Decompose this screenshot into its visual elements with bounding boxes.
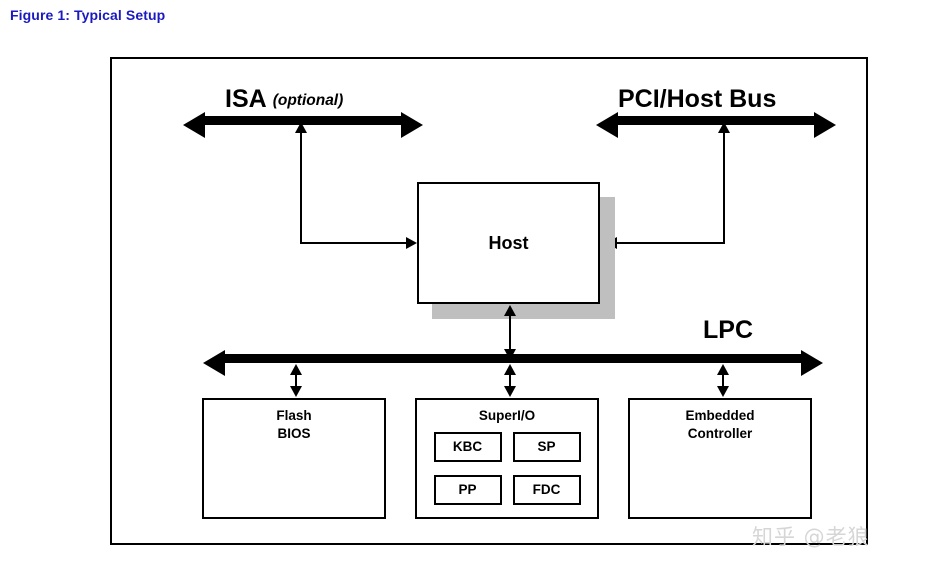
diagram-frame: ISA (optional) PCI/Host Bus Host LPC	[110, 57, 868, 545]
superio-subblock-grid: KBC SP PP FDC	[417, 431, 597, 505]
isa-connector-horizontal-line	[300, 242, 408, 244]
superio-title: SuperI/O	[478, 408, 536, 423]
isa-bus-label-text: ISA	[225, 85, 267, 113]
embedded-controller-title-line2: Controller	[687, 425, 753, 441]
watermark: 知乎 @老狼	[752, 525, 870, 549]
isa-connector-arrowhead-up	[295, 122, 307, 133]
embedded-controller-block: Embedded Controller	[628, 398, 812, 519]
lpc-flash-arrowhead-down	[290, 386, 302, 397]
superio-subblock-pp: PP	[433, 474, 502, 505]
lpc-bus-label: LPC	[703, 318, 753, 343]
flash-bios-block: Flash BIOS	[202, 398, 386, 519]
flash-bios-title-line1: Flash	[276, 408, 312, 423]
host-lpc-vertical-line	[509, 314, 511, 360]
page-title: Figure 1: Typical Setup	[10, 7, 166, 23]
superio-block: SuperI/O KBC SP PP FDC	[415, 398, 599, 519]
embedded-controller-title: Embedded Controller	[630, 407, 810, 443]
lpc-superio-arrowhead-down	[504, 386, 516, 397]
isa-bus-arrowhead-left	[183, 112, 205, 138]
lpc-embedded-arrowhead-up	[717, 364, 729, 375]
host-block: Host	[417, 182, 600, 304]
isa-connector-arrowhead-right	[406, 237, 417, 249]
isa-bus-arrowhead-right	[401, 112, 423, 138]
pci-bus-line	[617, 116, 815, 125]
pci-bus-arrowhead-left	[596, 112, 618, 138]
flash-bios-title-line2: BIOS	[277, 425, 311, 441]
isa-bus-optional-text: (optional)	[272, 92, 344, 109]
pci-connector-arrowhead-up	[718, 122, 730, 133]
isa-bus-line	[204, 116, 402, 125]
lpc-bus-arrowhead-left	[203, 350, 225, 376]
pci-bus-label: PCI/Host Bus	[618, 87, 776, 112]
lpc-bus-label-text: LPC	[703, 316, 753, 344]
lpc-flash-arrowhead-up	[290, 364, 302, 375]
lpc-embedded-vertical-line	[722, 372, 724, 389]
lpc-bus-arrowhead-right	[801, 350, 823, 376]
pci-connector-horizontal-line	[617, 242, 725, 244]
superio-subblock-fdc: FDC	[512, 474, 581, 505]
lpc-superio-arrowhead-up	[504, 364, 516, 375]
pci-connector-vertical-line	[723, 131, 725, 244]
host-block-title: Host	[488, 232, 529, 253]
host-lpc-arrowhead-up	[504, 305, 516, 316]
isa-connector-vertical-line	[300, 131, 302, 244]
lpc-bus-line	[224, 354, 802, 363]
isa-bus-label: ISA (optional)	[225, 87, 343, 112]
superio-subblock-sp: SP	[512, 431, 581, 462]
embedded-controller-title-line1: Embedded	[685, 408, 755, 423]
lpc-embedded-arrowhead-down	[717, 386, 729, 397]
lpc-superio-vertical-line	[509, 372, 511, 389]
flash-bios-title: Flash BIOS	[204, 407, 384, 443]
pci-bus-label-text: PCI/Host Bus	[618, 85, 777, 113]
superio-subblock-kbc: KBC	[433, 431, 502, 462]
pci-bus-arrowhead-right	[814, 112, 836, 138]
lpc-flash-vertical-line	[295, 372, 297, 389]
